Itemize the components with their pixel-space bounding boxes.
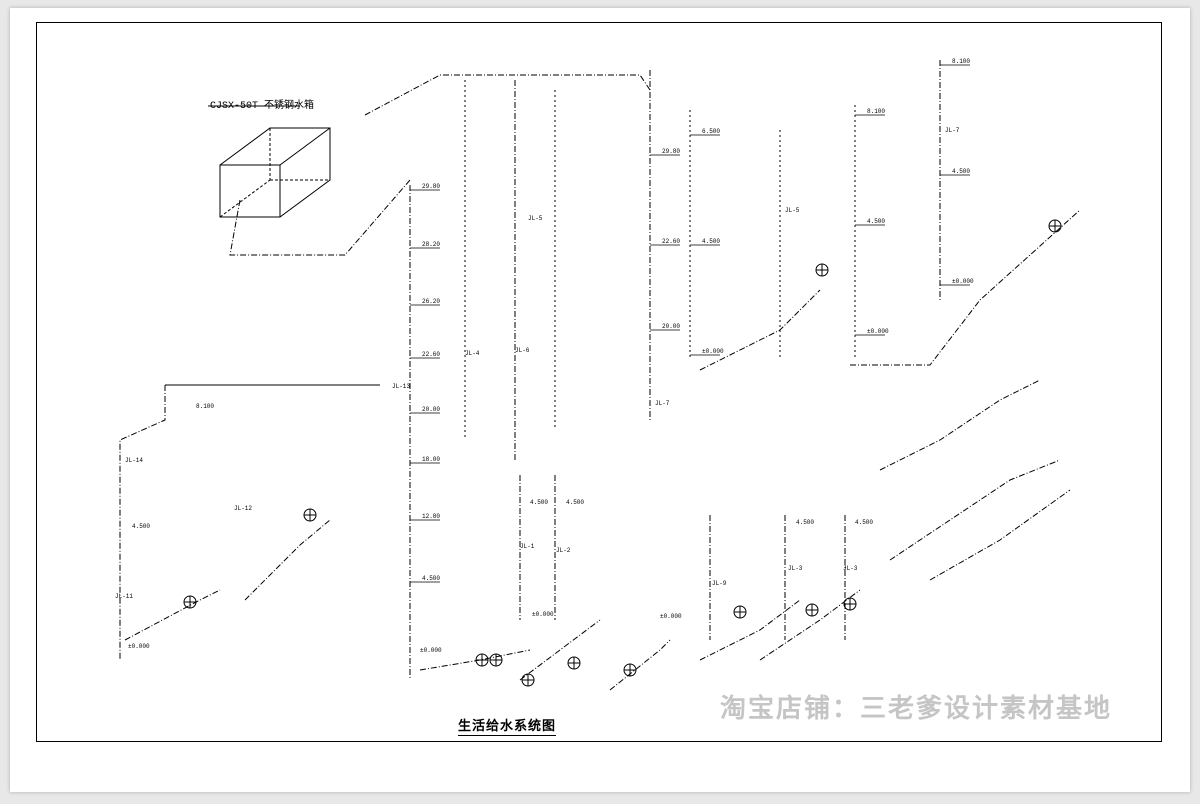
watermark-text: 淘宝店铺：三老爹设计素材基地 — [720, 694, 1113, 724]
elevation-label: ±0.000 — [660, 613, 682, 620]
elevation-label: 4.500 — [796, 519, 814, 526]
elevation-label: 8.100 — [867, 108, 885, 115]
elevation-label: ±0.000 — [532, 611, 554, 618]
elevation-label: 4.500 — [867, 218, 885, 225]
pipe-tag: JL-5 — [785, 207, 800, 214]
pipe-tag: JL-7 — [655, 400, 670, 407]
elevation-label: ±0.000 — [128, 643, 150, 650]
pipe-tag: JL-5 — [528, 215, 543, 222]
elevation-label: 4.500 — [566, 499, 584, 506]
elevation-label: 4.500 — [952, 168, 970, 175]
drawing-frame — [36, 22, 1162, 742]
pipe-tag: JL-3 — [788, 565, 803, 572]
pipe-tag: JL-3 — [843, 565, 858, 572]
elevation-label: 4.500 — [132, 523, 150, 530]
pipe-tag: JL-4 — [465, 350, 480, 357]
pipe-tag: JL-7 — [945, 127, 960, 134]
pipe-tag: JL-14 — [125, 457, 143, 464]
pipe-tag: JL-1 — [520, 543, 535, 550]
drawing-sheet — [10, 8, 1190, 792]
tank-model-label: CJSX-50T 不锈钢水箱 — [210, 101, 315, 112]
elevation-label: ±0.000 — [867, 328, 889, 335]
elevation-label: ±0.000 — [702, 348, 724, 355]
elevation-label: 28.20 — [422, 241, 440, 248]
pipe-tag: JL-12 — [234, 505, 252, 512]
elevation-label: 8.100 — [196, 403, 214, 410]
elevation-label: 26.20 — [422, 298, 440, 305]
pipe-tag: JL-11 — [115, 593, 133, 600]
pipe-tag: JL-2 — [556, 547, 571, 554]
elevation-label: 6.500 — [702, 128, 720, 135]
water-tank-icon — [219, 127, 331, 218]
pipe-tag: JL-9 — [712, 580, 727, 587]
elevation-label: ±0.000 — [420, 647, 442, 654]
elevation-label: ±0.000 — [952, 278, 974, 285]
pipe-tag: JL-6 — [515, 347, 530, 354]
elevation-label: 12.80 — [422, 513, 440, 520]
elevation-label: 29.80 — [662, 148, 680, 155]
elevation-label: 4.500 — [855, 519, 873, 526]
pipe-tag: JL-13 — [392, 383, 410, 390]
elevation-label: 4.500 — [422, 575, 440, 582]
elevation-label: 22.60 — [662, 238, 680, 245]
elevation-label: 4.500 — [530, 499, 548, 506]
elevation-label: 20.00 — [422, 406, 440, 413]
elevation-label: 18.00 — [422, 456, 440, 463]
elevation-label: 8.100 — [952, 58, 970, 65]
drawing-title: 生活给水系统图 — [458, 715, 557, 736]
elevation-label: 20.00 — [662, 323, 680, 330]
elevation-label: 4.500 — [702, 238, 720, 245]
elevation-label: 22.60 — [422, 351, 440, 358]
elevation-label: 29.80 — [422, 183, 440, 190]
